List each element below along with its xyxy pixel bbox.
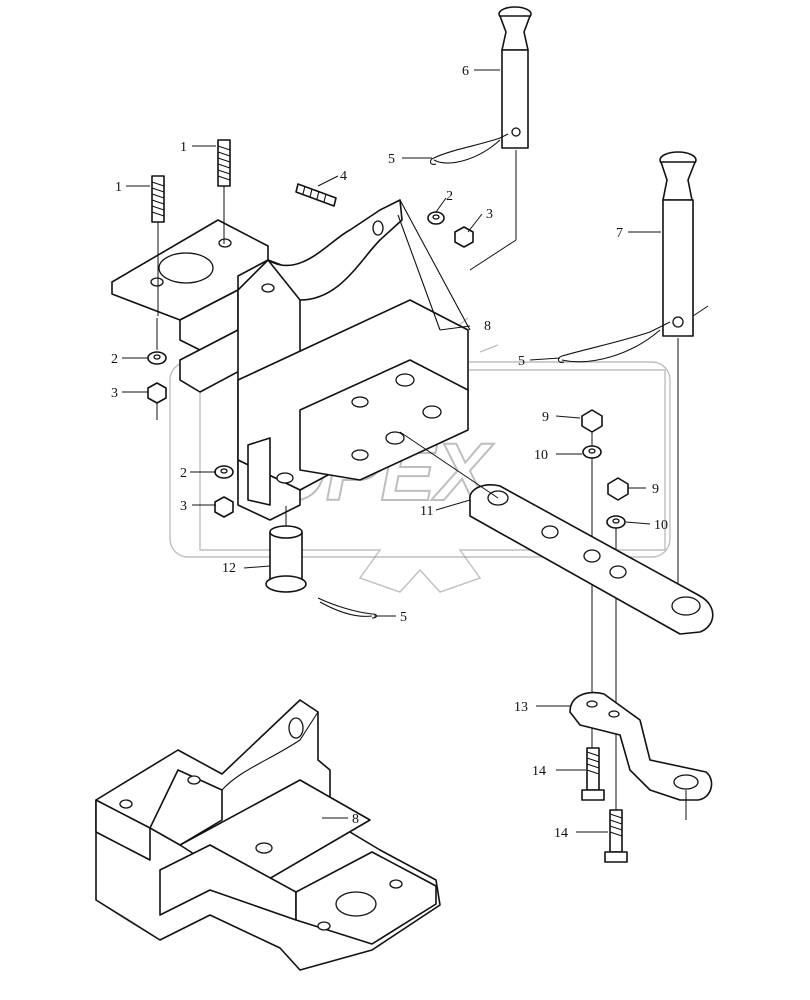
pin-6: [469, 6, 532, 271]
callout-3-left: 3: [111, 386, 118, 401]
clip-pin-12: [317, 597, 378, 619]
callout-14-upper: 14: [532, 764, 546, 779]
washer-10-lower: [606, 515, 626, 830]
callout-3-lower: 3: [180, 499, 187, 514]
nut-lower: [214, 496, 234, 518]
washer-left: [147, 318, 167, 365]
bolt-14-right: [604, 809, 628, 863]
callout-3-top: 3: [486, 207, 493, 222]
callout-8-upper: 8: [484, 319, 491, 334]
callout-2-lower: 2: [180, 466, 187, 481]
stud-bolt-left: [151, 175, 165, 316]
pin-12: [265, 506, 307, 593]
callout-5-upper: 5: [388, 152, 395, 167]
callout-1-right: 1: [180, 140, 187, 155]
callout-2-left: 2: [111, 352, 118, 367]
callout-5-lower: 5: [400, 610, 407, 625]
nut-left: [147, 382, 167, 420]
callout-10-upper: 10: [534, 448, 548, 463]
callout-9-lower: 9: [652, 482, 659, 497]
callout-6: 6: [462, 64, 469, 79]
callout-10-lower: 10: [654, 518, 668, 533]
callout-labels: 1 1 2 3 2 3 4 5 2 3 6 7 8 5 9 10 9 10 11…: [111, 64, 668, 841]
pin-7: [659, 151, 709, 600]
callout-9-upper: 9: [542, 410, 549, 425]
nut-9-upper: [581, 409, 603, 433]
callout-13: 13: [514, 700, 528, 715]
clip-pin-7: [557, 321, 671, 363]
support-strap: [569, 691, 713, 820]
nut-9-lower: [607, 477, 629, 501]
washer-top: [427, 211, 445, 225]
callout-8-lower: 8: [352, 812, 359, 827]
callout-7: 7: [616, 226, 623, 241]
stud-bolt-right: [217, 139, 231, 244]
washer-lower: [214, 465, 234, 479]
nut-top: [454, 226, 474, 248]
bolt-14-left: [581, 747, 605, 801]
drawbar-link: [399, 431, 714, 635]
pin-4: [295, 183, 337, 207]
bracket-assembly: [111, 199, 471, 521]
clip-pin-upper: [429, 133, 509, 165]
callout-2-top: 2: [446, 189, 453, 204]
callout-1-left: 1: [115, 180, 122, 195]
callout-5-right: 5: [518, 354, 525, 369]
callout-11: 11: [420, 504, 433, 519]
callout-14-lower: 14: [554, 826, 568, 841]
bracket-detail-view: [95, 699, 441, 971]
callout-leaders: [122, 69, 661, 833]
callout-12: 12: [222, 561, 236, 576]
callout-4: 4: [340, 169, 347, 184]
